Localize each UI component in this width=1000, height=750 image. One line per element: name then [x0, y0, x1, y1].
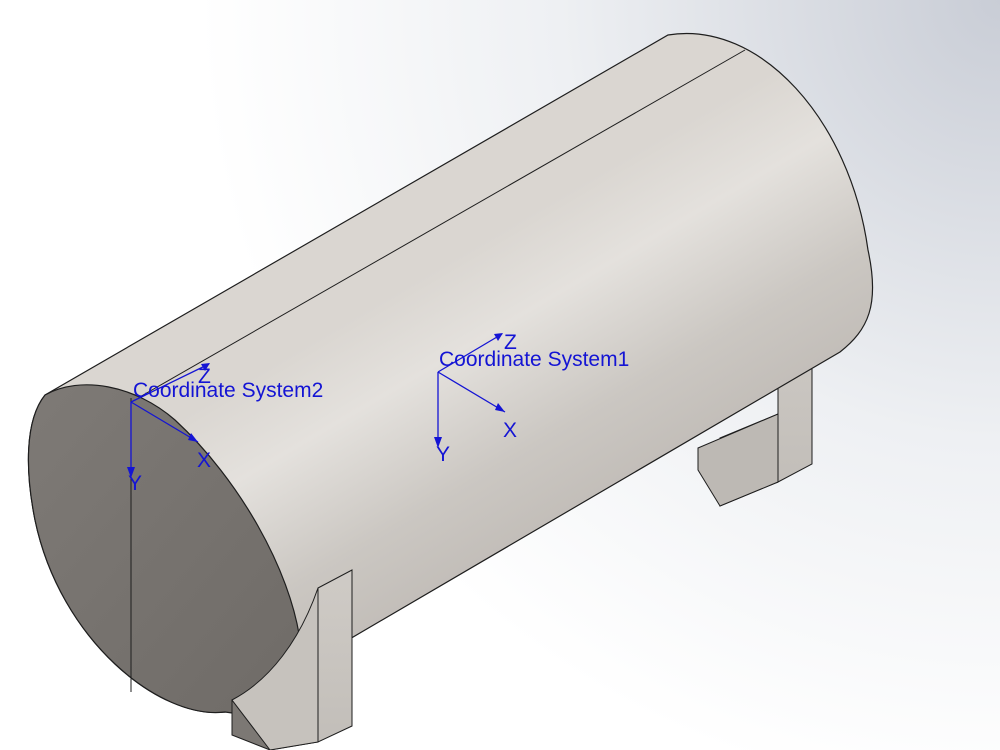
cs1-axis-x-label: X — [503, 419, 517, 442]
coordinate-system2-triad[interactable]: Z X Y Coordinate System2 — [127, 363, 323, 495]
coordinate-system1-triad[interactable]: Z X Y Coordinate System1 — [434, 331, 629, 466]
cs2-axis-x-label: X — [197, 449, 211, 472]
cs2-axis-z-label: Z — [198, 365, 211, 388]
cs2-axis-y-label: Y — [128, 472, 142, 495]
cs1-axis-z-label: Z — [504, 331, 517, 354]
saddle-support-front — [231, 569, 353, 750]
cs1-name-label[interactable]: Coordinate System1 — [439, 348, 629, 371]
cs1-axis-y-label: Y — [436, 443, 450, 466]
cs2-name-label[interactable]: Coordinate System2 — [133, 379, 323, 402]
tank-seam-line — [130, 49, 746, 403]
